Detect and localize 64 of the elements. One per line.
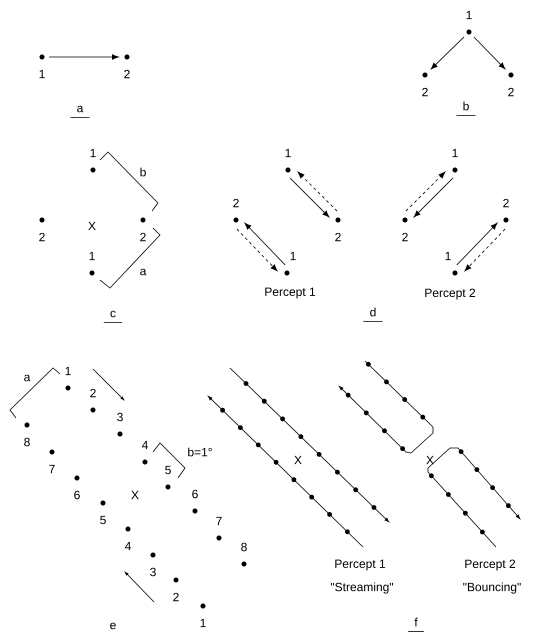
arrow xyxy=(473,36,506,70)
arrow xyxy=(414,178,454,218)
node-label: 6 xyxy=(192,490,198,498)
percept-label: "Bouncing" xyxy=(463,582,521,594)
arrow xyxy=(298,172,338,212)
percept-label: Percept 1 xyxy=(335,560,386,570)
arrow xyxy=(430,36,464,70)
bracket-label: a xyxy=(140,268,146,276)
node-label: 1 xyxy=(452,148,458,158)
crossing-mark: X xyxy=(88,222,96,230)
bracket-label: a xyxy=(24,374,30,382)
node-label: 2 xyxy=(422,88,428,96)
node-label: 8 xyxy=(24,438,30,446)
node-label: 2 xyxy=(335,232,341,242)
node-label: 7 xyxy=(216,516,222,526)
node-label: 5 xyxy=(165,466,171,474)
crossing-mark: X xyxy=(294,456,302,464)
node-label: 2 xyxy=(402,232,408,242)
node-label: 2 xyxy=(90,388,96,398)
arrow xyxy=(290,178,330,218)
arrow xyxy=(244,222,286,266)
node-label: 6 xyxy=(74,490,80,500)
node-label: 2 xyxy=(508,88,514,96)
node-label: 2 xyxy=(173,592,179,602)
node-label: 1 xyxy=(290,252,296,260)
arrow xyxy=(48,54,119,60)
percept-label: "Streaming" xyxy=(330,582,394,594)
node-label: 2 xyxy=(503,198,509,208)
node-label: 3 xyxy=(117,412,123,422)
node-label: 1 xyxy=(200,618,206,628)
node-label: 3 xyxy=(150,568,156,576)
node-label: 8 xyxy=(241,542,247,552)
percept-label: Percept 1 xyxy=(265,288,316,298)
node-label: 1 xyxy=(446,252,451,260)
node-label: 1 xyxy=(90,148,96,158)
panel-label: c xyxy=(103,310,123,323)
panel-label: f xyxy=(408,618,424,632)
node-label: 4 xyxy=(124,542,131,550)
node-label: 1 xyxy=(66,366,71,376)
crossing-mark: X xyxy=(426,456,434,464)
panel-label: e xyxy=(110,622,116,630)
bracket-label: b=1° xyxy=(188,448,212,456)
arrow xyxy=(236,228,278,272)
node-label: 1 xyxy=(286,148,291,158)
crossing-mark: X xyxy=(131,490,139,500)
arrow xyxy=(464,228,506,272)
node-label: 1 xyxy=(40,70,45,78)
percept-label: Percept 2 xyxy=(425,288,476,300)
node-label: 1 xyxy=(90,252,95,260)
node-label: 2 xyxy=(140,232,146,242)
node-label: 5 xyxy=(100,516,106,524)
percept-label: Percept 2 xyxy=(465,560,516,570)
arrow xyxy=(406,172,446,212)
panel-label: b xyxy=(456,102,476,116)
node-label: 1 xyxy=(466,10,472,20)
node-label: 2 xyxy=(39,232,45,242)
panel-label: d xyxy=(363,308,383,322)
node-label: 2 xyxy=(233,198,239,208)
arrow xyxy=(456,222,498,266)
node-label: 4 xyxy=(142,440,148,450)
node-label: 2 xyxy=(124,70,130,78)
node-label: 7 xyxy=(49,464,55,474)
panel-label: a xyxy=(70,106,90,118)
bracket-label: b xyxy=(140,168,146,176)
